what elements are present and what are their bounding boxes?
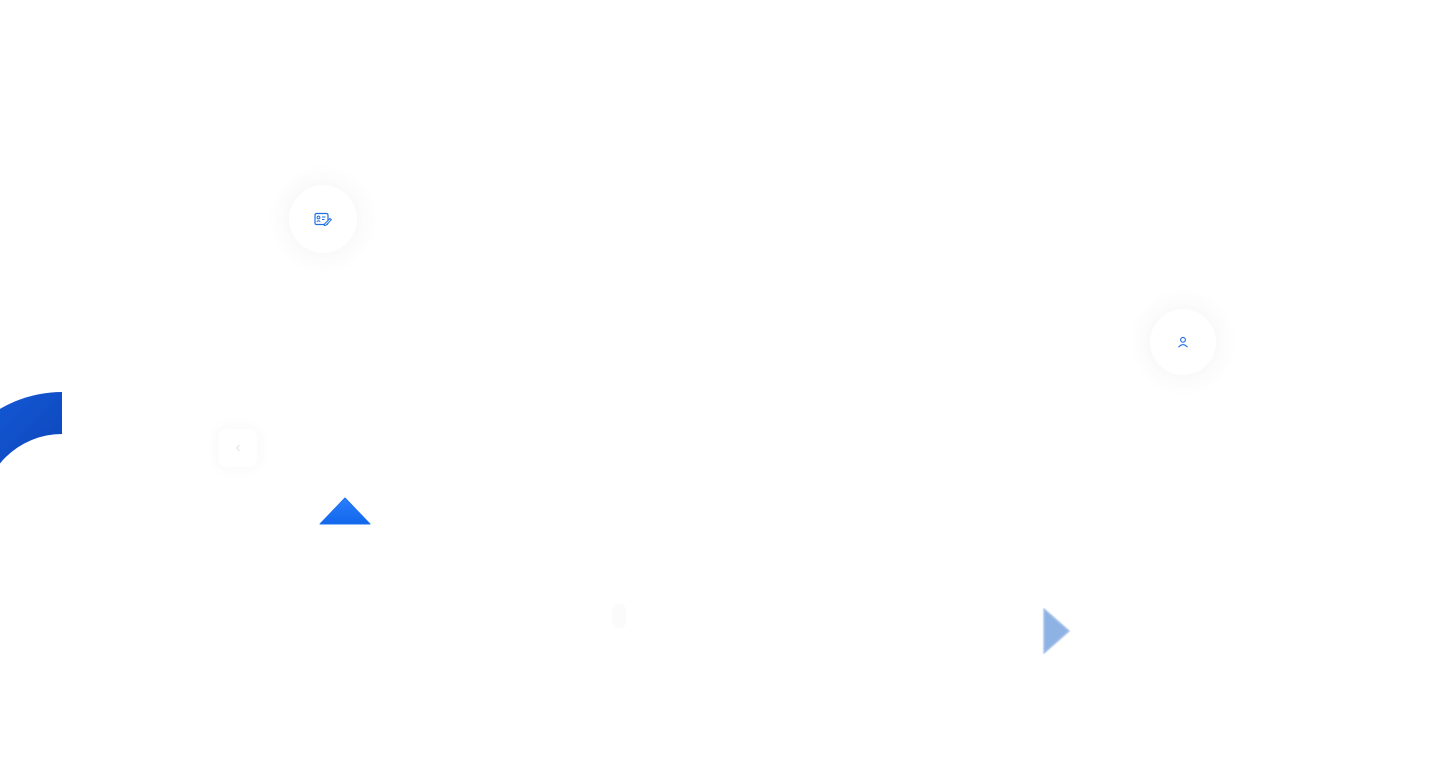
blue-triangle-decoration bbox=[319, 497, 371, 525]
chevron-left-icon bbox=[235, 444, 240, 452]
id-card-edit-icon bbox=[314, 212, 332, 226]
blue-arc-decoration bbox=[0, 392, 62, 464]
light-blue-triangle-decoration bbox=[1043, 608, 1070, 654]
user-badge bbox=[1150, 309, 1216, 375]
faint-decoration bbox=[612, 604, 626, 628]
user-icon bbox=[1178, 336, 1188, 348]
document-badge bbox=[289, 185, 357, 253]
faint-badge bbox=[219, 429, 257, 467]
